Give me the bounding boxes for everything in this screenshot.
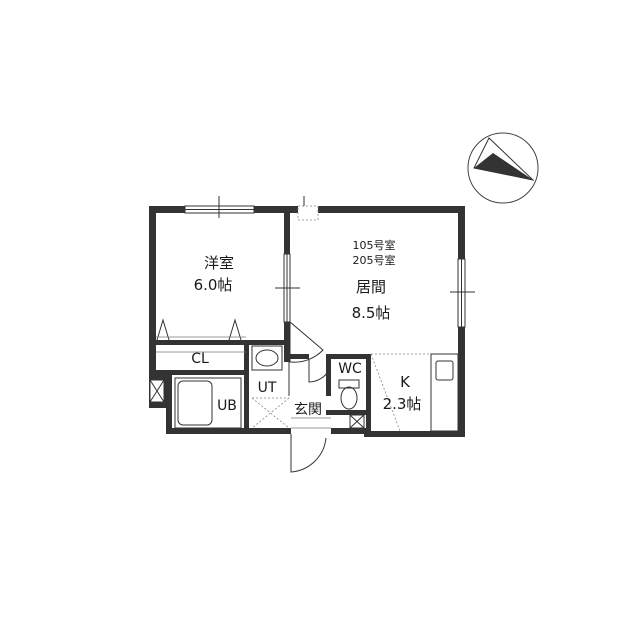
western-room-name: 洋室 [204,254,234,272]
washbasin-icon [251,345,283,371]
pipe-shafts [149,379,365,429]
bathtub-icon [174,377,242,429]
unit-number-2: 205号室 [353,253,396,267]
windows [184,196,475,328]
kitchen-label: K 2.3帖 [383,373,422,413]
exterior-walls [149,206,465,437]
living-room-label: 105号室 205号室 居間 8.5帖 [352,238,396,322]
north-arrow-icon [467,132,539,204]
doors [288,320,331,473]
entrance-label: 玄関 [294,401,322,418]
bath-label: UB [217,398,237,414]
closet-label: CL [191,351,209,367]
western-room-label: 洋室 6.0帖 [194,254,234,294]
kitchen-size: 2.3帖 [383,395,422,413]
closet-doors [156,318,246,353]
unit-number-1: 105号室 [353,238,396,252]
utility-floor [251,397,290,429]
western-room-size: 6.0帖 [194,276,233,294]
living-room-size: 8.5帖 [352,304,391,322]
kitchen-name: K [400,373,411,391]
toilet-label: WC [338,361,362,377]
living-room-name: 居間 [356,278,386,296]
kitchen-counter [370,353,459,432]
utility-label: UT [258,380,277,396]
toilet-icon [338,379,360,410]
